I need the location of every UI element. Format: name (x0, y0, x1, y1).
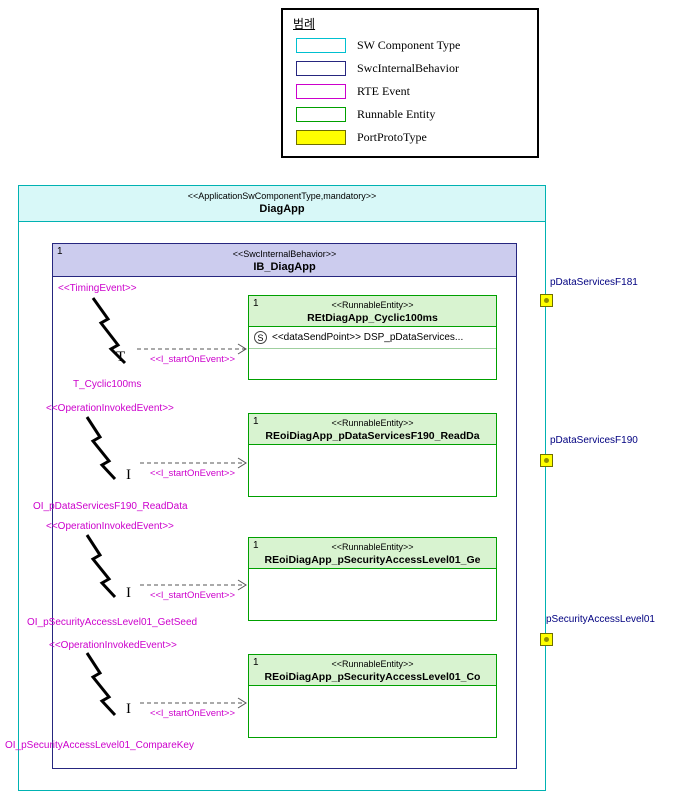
component-header: <<ApplicationSwComponentType,mandatory>>… (19, 186, 545, 222)
event-opinvoked1-stereotype: <<OperationInvokedEvent>> (46, 403, 174, 414)
swc-internal-behavior-swatch (296, 61, 346, 76)
legend-item-label: RTE Event (357, 84, 410, 98)
behavior-stereotype: <<SwcInternalBehavior>> (232, 249, 337, 259)
event-opinvoked3-name: OI_pSecurityAccessLevel01_CompareKey (5, 740, 194, 751)
runnable-multiplicity: 1 (253, 657, 259, 668)
legend-item-label: Runnable Entity (357, 107, 436, 121)
data-send-point-icon: S (254, 331, 267, 344)
port-pdataservicesf181[interactable] (540, 294, 553, 307)
port-label-psecurityaccesslevel01: pSecurityAccessLevel01 (546, 614, 655, 625)
behavior-name: IB_DiagApp (253, 261, 316, 273)
port-psecurityaccesslevel01[interactable] (540, 633, 553, 646)
legend-item-label: SW Component Type (357, 38, 461, 52)
data-send-point-label: <<dataSendPoint>> DSP_pDataServices... (272, 332, 464, 343)
runnable-stereotype: <<RunnableEntity>> (331, 418, 414, 428)
runnable-entity-swatch (296, 107, 346, 122)
event-opinvoked3-symbol: I (126, 701, 131, 717)
event-opinvoked1-name: OI_pDataServicesF190_ReadData (33, 501, 188, 512)
portprototype-swatch (296, 130, 346, 145)
legend-item-portprototype: PortProtoType (283, 126, 537, 149)
port-label-pdataservicesf181: pDataServicesF181 (550, 277, 638, 288)
runnable-name: REoiDiagApp_pDataServicesF190_ReadDa (265, 430, 480, 442)
runnable-reoi-psecurityaccesslevel01-comparekey[interactable]: 1 <<RunnableEntity>> REoiDiagApp_pSecuri… (248, 654, 497, 738)
runnable-name: REoiDiagApp_pSecurityAccessLevel01_Co (264, 671, 481, 683)
legend-item-runnable-entity: Runnable Entity (283, 103, 537, 126)
runnable-header: 1 <<RunnableEntity>> REtDiagApp_Cyclic10… (249, 296, 496, 327)
event-timing-name: T_Cyclic100ms (73, 379, 142, 390)
behavior-multiplicity: 1 (57, 246, 63, 257)
event-opinvoked1-symbol: I (126, 467, 131, 483)
legend-item-label: SwcInternalBehavior (357, 61, 459, 75)
runnable-header: 1 <<RunnableEntity>> REoiDiagApp_pSecuri… (249, 538, 496, 569)
event-timing-stereotype: <<TimingEvent>> (58, 283, 137, 294)
event-timing-symbol: T (116, 349, 126, 365)
event-opinvoked2-stereotype: <<OperationInvokedEvent>> (46, 521, 174, 532)
runnable-reoi-psecurityaccesslevel01-getseed[interactable]: 1 <<RunnableEntity>> REoiDiagApp_pSecuri… (248, 537, 497, 621)
behavior-header: 1 <<SwcInternalBehavior>> IB_DiagApp (53, 244, 516, 277)
port-label-pdataservicesf190: pDataServicesF190 (550, 435, 638, 446)
data-send-point-row[interactable]: S <<dataSendPoint>> DSP_pDataServices... (249, 327, 496, 349)
component-stereotype: <<ApplicationSwComponentType,mandatory>> (187, 191, 377, 201)
start-on-event-label: <<l_startOnEvent>> (150, 354, 236, 365)
runnable-multiplicity: 1 (253, 416, 259, 427)
port-pdataservicesf190[interactable] (540, 454, 553, 467)
sw-component-type-swatch (296, 38, 346, 53)
runnable-reoi-pdataservicesf190-readdata[interactable]: 1 <<RunnableEntity>> REoiDiagApp_pDataSe… (248, 413, 497, 497)
rte-event-swatch (296, 84, 346, 99)
event-opinvoked2-name: OI_pSecurityAccessLevel01_GetSeed (27, 617, 198, 628)
event-opinvoked3-stereotype: <<OperationInvokedEvent>> (49, 640, 177, 651)
legend: 범례 SW Component Type SwcInternalBehavior… (281, 8, 539, 158)
component-name: DiagApp (259, 203, 305, 215)
runnable-name: REtDiagApp_Cyclic100ms (307, 312, 438, 324)
runnable-stereotype: <<RunnableEntity>> (331, 300, 414, 310)
runnable-stereotype: <<RunnableEntity>> (331, 659, 414, 669)
start-on-event-label: <<l_startOnEvent>> (150, 590, 236, 601)
runnable-ret-diagapp-cyclic100ms[interactable]: 1 <<RunnableEntity>> REtDiagApp_Cyclic10… (248, 295, 497, 380)
event-opinvoked2-symbol: I (126, 585, 131, 601)
runnable-name: REoiDiagApp_pSecurityAccessLevel01_Ge (264, 554, 481, 566)
legend-item-label: PortProtoType (357, 130, 427, 144)
runnable-multiplicity: 1 (253, 540, 259, 551)
legend-title: 범례 (293, 17, 316, 31)
runnable-multiplicity: 1 (253, 298, 259, 309)
legend-item-sw-component-type: SW Component Type (283, 34, 537, 57)
runnable-stereotype: <<RunnableEntity>> (331, 542, 414, 552)
legend-item-swc-internal-behavior: SwcInternalBehavior (283, 57, 537, 80)
start-on-event-label: <<l_startOnEvent>> (150, 708, 236, 719)
runnable-header: 1 <<RunnableEntity>> REoiDiagApp_pSecuri… (249, 655, 496, 686)
legend-item-rte-event: RTE Event (283, 80, 537, 103)
start-on-event-label: <<l_startOnEvent>> (150, 468, 236, 479)
runnable-header: 1 <<RunnableEntity>> REoiDiagApp_pDataSe… (249, 414, 496, 445)
